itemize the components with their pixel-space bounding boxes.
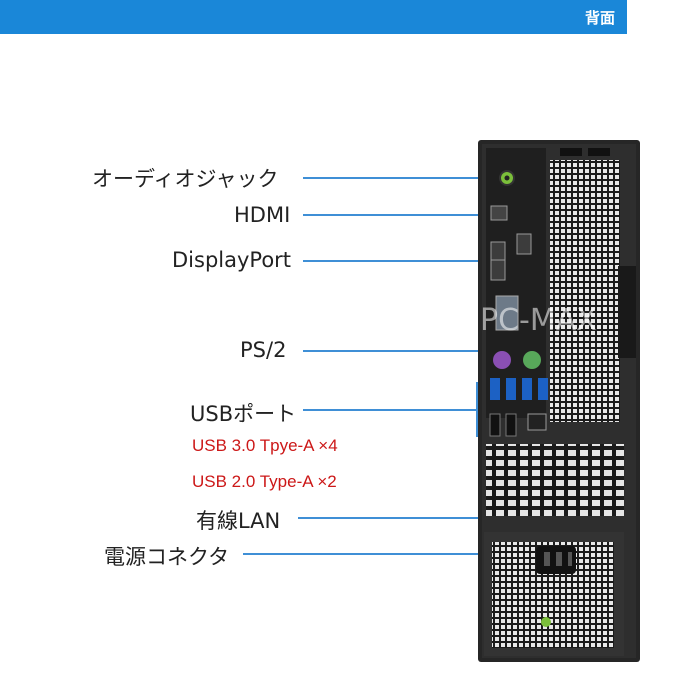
ps2-leader-line (303, 350, 493, 352)
usb-port-label: USBポート (190, 402, 297, 426)
usb-leader-line (303, 409, 478, 411)
hdmi-label: HDMI (234, 203, 291, 227)
power-connector-label: 電源コネクタ (104, 545, 230, 569)
lan-label: 有線LAN (196, 509, 281, 533)
header-bar: 背面 (0, 0, 627, 34)
audio-jack-label: オーディオジャック (92, 167, 279, 191)
lan-leader-line (298, 517, 536, 519)
usb3-spec-label: USB 3.0 Tpye-A ×4 (192, 436, 338, 455)
ps2-label: PS/2 (240, 338, 287, 362)
displayport-leader-line (303, 260, 491, 262)
header-title: 背面 (584, 9, 615, 27)
power-leader-line (243, 553, 535, 555)
usb2-spec-label: USB 2.0 Type-A ×2 (192, 472, 337, 491)
watermark-text: PC-MAX (480, 303, 597, 338)
usb-bracket-line (476, 382, 478, 437)
hdmi-leader-line (303, 214, 491, 216)
displayport-label: DisplayPort (172, 248, 292, 272)
pc-rear-panel-image: PC-MAX (478, 140, 640, 662)
audio-leader-line (303, 177, 503, 179)
